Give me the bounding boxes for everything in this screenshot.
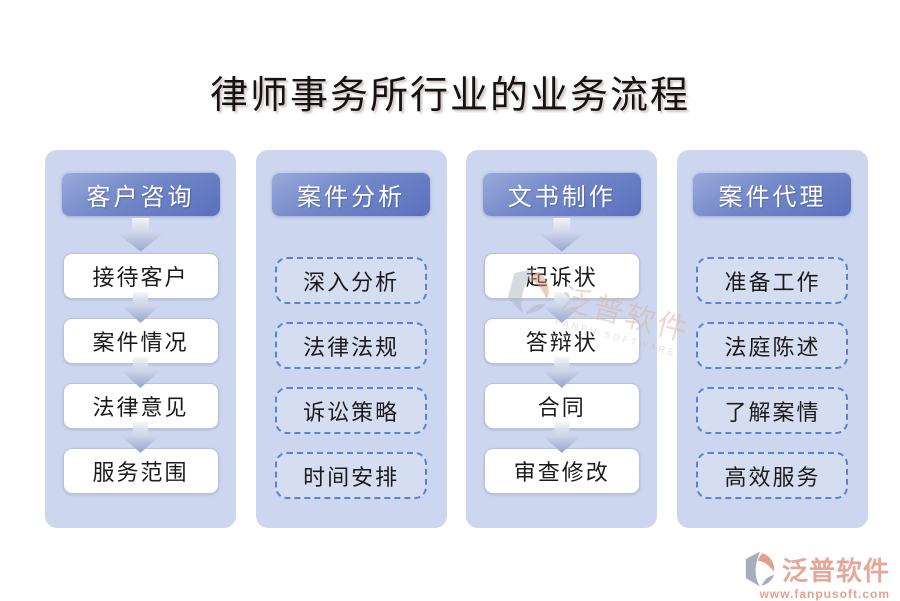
flow-step: 服务范围 [62, 448, 219, 494]
flow-step: 了解案情 [696, 387, 849, 434]
flow-step: 时间安排 [275, 452, 428, 499]
flow-step: 审查修改 [483, 448, 640, 494]
flow-column-case-analysis: 案件分析 深入分析 法律法规 诉讼策略 时间安排 [255, 150, 447, 528]
flow-column-case-agency: 案件代理 准备工作 法庭陈述 了解案情 高效服务 [676, 150, 868, 528]
flow-diagram: 客户咨询 接待客户 案件情况 法律意见 服务范围 案件分析 深入分析 法律法规 … [45, 150, 868, 528]
flow-step: 合同 [483, 383, 640, 429]
column-header: 文书制作 [482, 172, 641, 216]
column-header: 客户咨询 [61, 172, 220, 216]
flow-step: 高效服务 [696, 452, 849, 499]
down-arrow-icon [536, 217, 587, 252]
flow-step: 准备工作 [696, 257, 849, 304]
fanpu-logo-icon [745, 551, 775, 587]
flow-step: 诉讼策略 [275, 387, 428, 434]
down-arrow-icon [115, 217, 166, 252]
footer-logo-url[interactable]: www.fanpusoft.com [759, 587, 890, 601]
flow-step: 法庭陈述 [696, 322, 849, 369]
flow-step: 深入分析 [275, 257, 428, 304]
footer-logo: 泛普软件 www.fanpusoft.com [740, 549, 890, 601]
footer-logo-name: 泛普软件 [781, 556, 890, 586]
flow-column-customer-consult: 客户咨询 接待客户 案件情况 法律意见 服务范围 [45, 150, 236, 528]
column-header: 案件分析 [272, 172, 431, 216]
column-header: 案件代理 [693, 172, 852, 216]
flow-step: 答辩状 [483, 318, 640, 364]
flow-column-document-making: 文书制作 起诉状 答辩状 合同 审查修改 [466, 150, 658, 528]
flow-step: 接待客户 [62, 253, 219, 299]
flow-step: 法律法规 [275, 322, 428, 369]
page-title: 律师事务所行业的业务流程 [209, 75, 690, 117]
